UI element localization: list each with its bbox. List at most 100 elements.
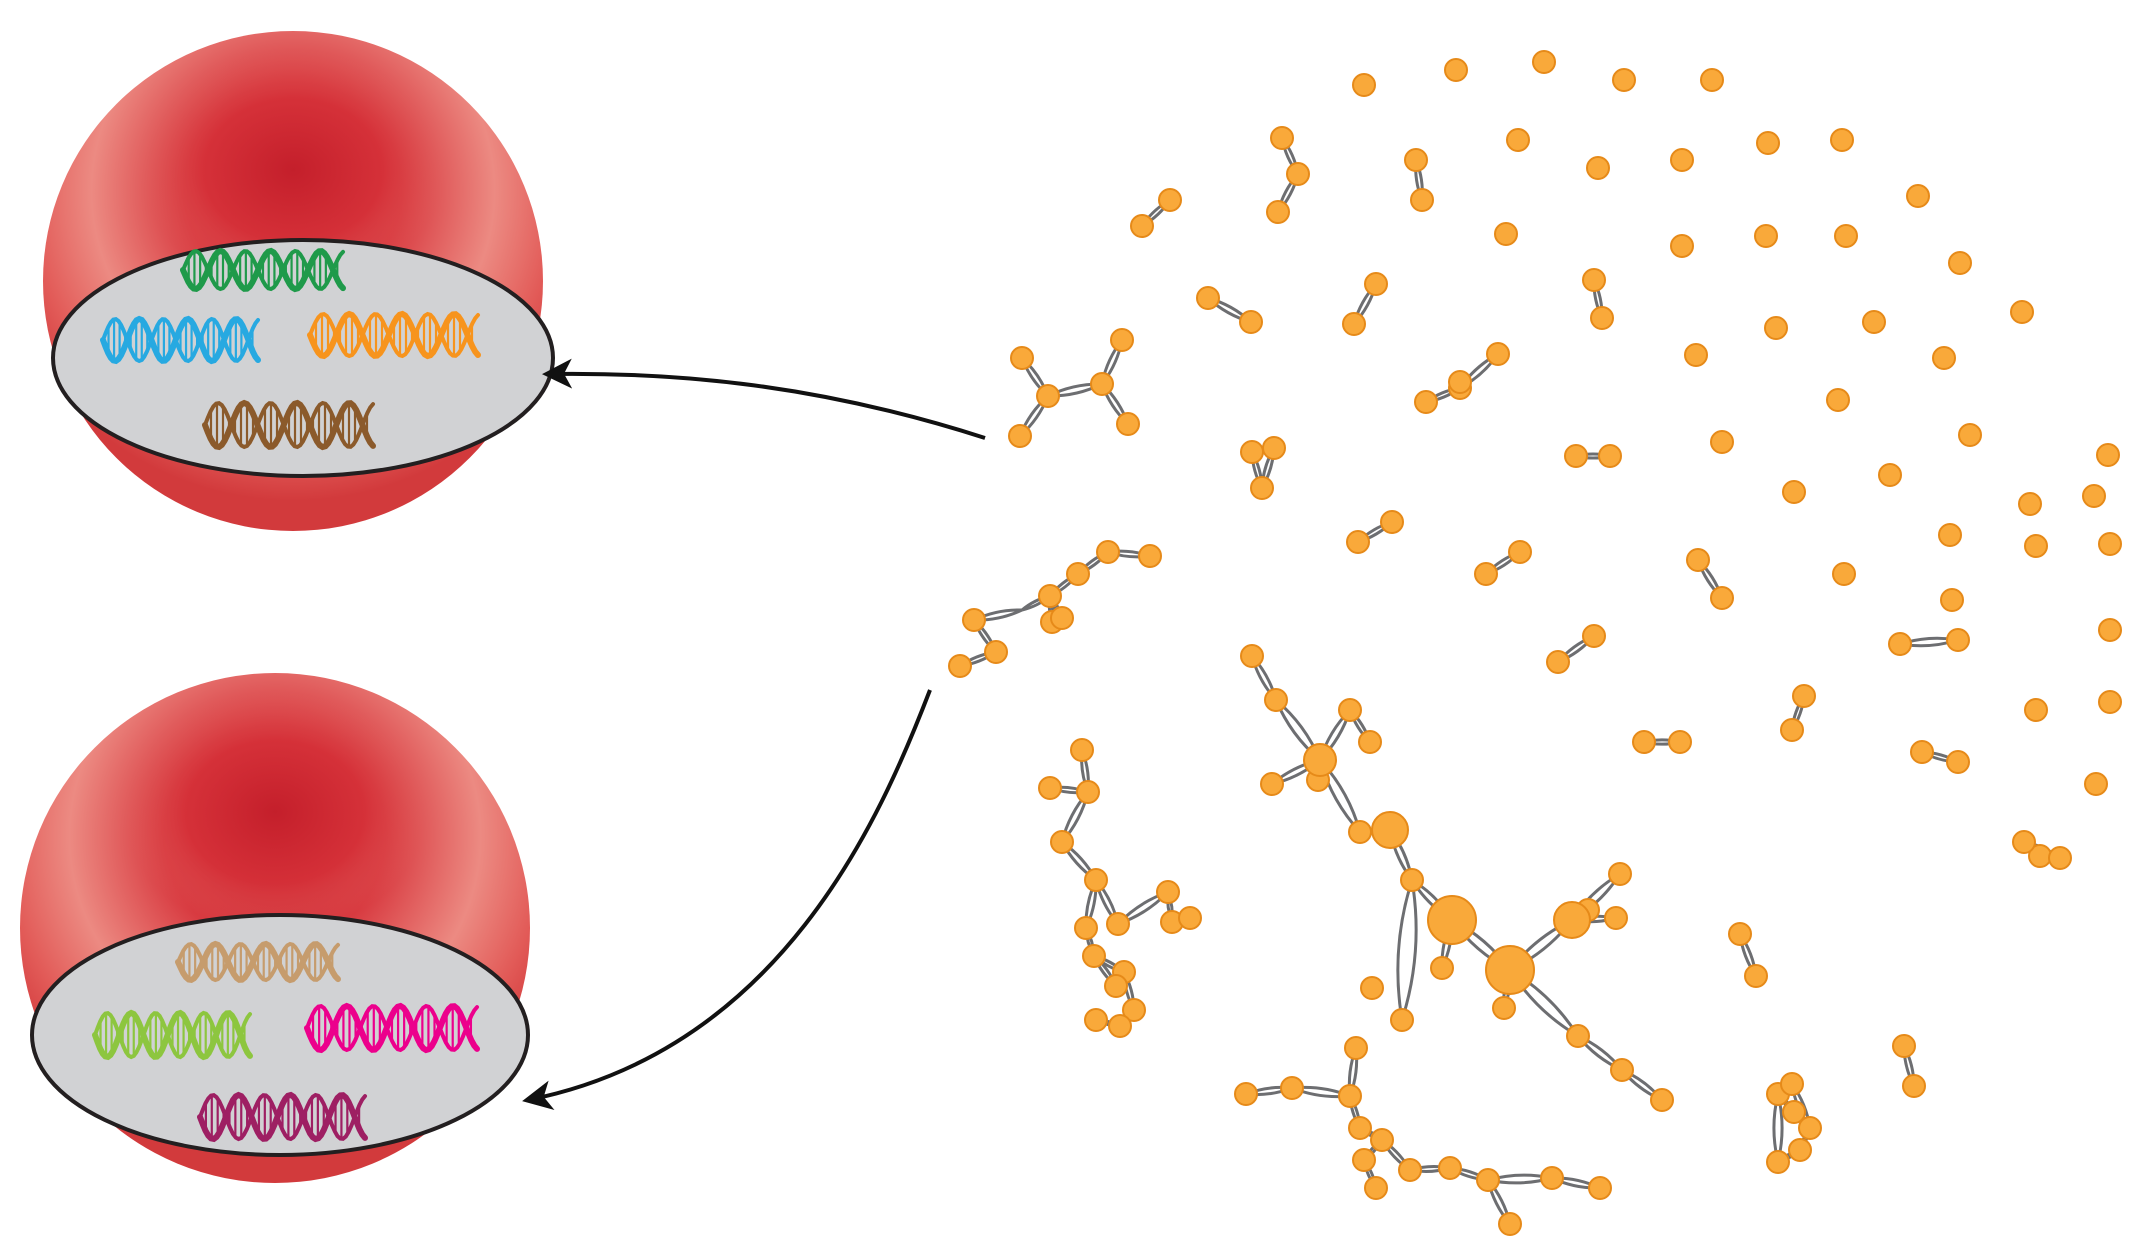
network-node xyxy=(1390,1008,1414,1032)
network-node xyxy=(1270,126,1294,150)
network-node xyxy=(1780,1072,1804,1096)
network-node xyxy=(1074,916,1098,940)
network-node xyxy=(1156,880,1180,904)
network-node xyxy=(1604,906,1628,930)
network-node xyxy=(1404,148,1428,172)
network-node xyxy=(2012,830,2036,854)
network-node xyxy=(1700,68,1724,92)
network-node xyxy=(1670,148,1694,172)
network-node xyxy=(1264,688,1288,712)
cell-top-dna-group xyxy=(100,247,481,451)
network-node xyxy=(1352,73,1376,97)
network-node xyxy=(1476,1168,1500,1192)
network-node xyxy=(1348,820,1372,844)
network-node xyxy=(2096,443,2120,467)
network-node xyxy=(1940,588,1964,612)
arrow-to-bottom-cell xyxy=(522,689,932,1111)
network-node xyxy=(1286,162,1310,186)
network-node xyxy=(1262,436,1286,460)
network-node xyxy=(1684,343,1708,367)
dna-magenta-helix-icon xyxy=(304,1002,480,1054)
network-edge xyxy=(1400,879,1418,1021)
network-node xyxy=(1266,200,1290,224)
network-node xyxy=(1506,128,1530,152)
network-node xyxy=(1414,390,1438,414)
network-node xyxy=(1084,1008,1108,1032)
network-node xyxy=(2098,618,2122,642)
network-node xyxy=(1650,1088,1674,1112)
network-node xyxy=(1588,1176,1612,1200)
network-node xyxy=(1240,644,1264,668)
network-node xyxy=(1250,476,1274,500)
network-node xyxy=(1110,328,1134,352)
network-node xyxy=(1798,1116,1822,1140)
network-node xyxy=(1938,523,1962,547)
network-node xyxy=(1508,540,1532,564)
network-node xyxy=(1138,544,1162,568)
network-node xyxy=(1788,1138,1812,1162)
network-node xyxy=(1792,684,1816,708)
cell-bottom-dna-group xyxy=(92,940,480,1143)
network-node xyxy=(1498,1212,1522,1236)
network-hub-node xyxy=(1485,945,1535,995)
network-node xyxy=(1364,272,1388,296)
network-node xyxy=(1234,1082,1258,1106)
network-node xyxy=(1444,58,1468,82)
network-node xyxy=(1370,1128,1394,1152)
network-node xyxy=(1710,430,1734,454)
network-node xyxy=(1474,562,1498,586)
network-node xyxy=(1352,1148,1376,1172)
network-node xyxy=(1494,222,1518,246)
dna-purple-helix-icon xyxy=(197,1091,368,1143)
network-node xyxy=(1280,1076,1304,1100)
network-node xyxy=(1342,312,1366,336)
network-node xyxy=(962,608,986,632)
network-node xyxy=(2010,300,2034,324)
network-node xyxy=(1540,1166,1564,1190)
network-node xyxy=(1106,912,1130,936)
cell-top-nucleus xyxy=(51,238,555,478)
network-node xyxy=(1832,562,1856,586)
network-node xyxy=(1036,384,1060,408)
network-node xyxy=(1632,730,1656,754)
network-node xyxy=(1582,624,1606,648)
cell-bottom xyxy=(20,673,530,1183)
network-nodes xyxy=(948,50,2122,1236)
network-node xyxy=(2084,772,2108,796)
network-node xyxy=(1830,128,1854,152)
network-node xyxy=(1668,730,1692,754)
network-node xyxy=(1546,650,1570,674)
network-node xyxy=(1892,1034,1916,1058)
network-node xyxy=(1910,740,1934,764)
network-node xyxy=(1780,718,1804,742)
network-node xyxy=(1082,944,1106,968)
network-node xyxy=(1608,862,1632,886)
network-node xyxy=(1826,388,1850,412)
network-node xyxy=(1888,632,1912,656)
network-node xyxy=(1756,131,1780,155)
network-node xyxy=(2098,532,2122,556)
dna-brown-helix-icon xyxy=(202,399,376,451)
network-node xyxy=(1582,268,1606,292)
network-node xyxy=(1764,316,1788,340)
network-node xyxy=(1728,922,1752,946)
network-node xyxy=(1410,188,1434,212)
network-node xyxy=(1766,1150,1790,1174)
network-node xyxy=(1358,730,1382,754)
dna-tan-helix-icon xyxy=(175,940,341,984)
network-node xyxy=(1178,906,1202,930)
network-node xyxy=(1782,480,1806,504)
network-node xyxy=(1744,964,1768,988)
dna-lime-helix-icon xyxy=(92,1009,253,1061)
network-node xyxy=(1932,346,1956,370)
network-node xyxy=(1116,412,1140,436)
network-hub-node xyxy=(1553,901,1591,939)
network-node xyxy=(1038,584,1062,608)
network-node xyxy=(1448,370,1472,394)
network-node xyxy=(1380,510,1404,534)
network-node xyxy=(1338,1084,1362,1108)
network-node xyxy=(1398,1158,1422,1182)
network-node xyxy=(1108,1014,1132,1038)
network-node xyxy=(2024,698,2048,722)
